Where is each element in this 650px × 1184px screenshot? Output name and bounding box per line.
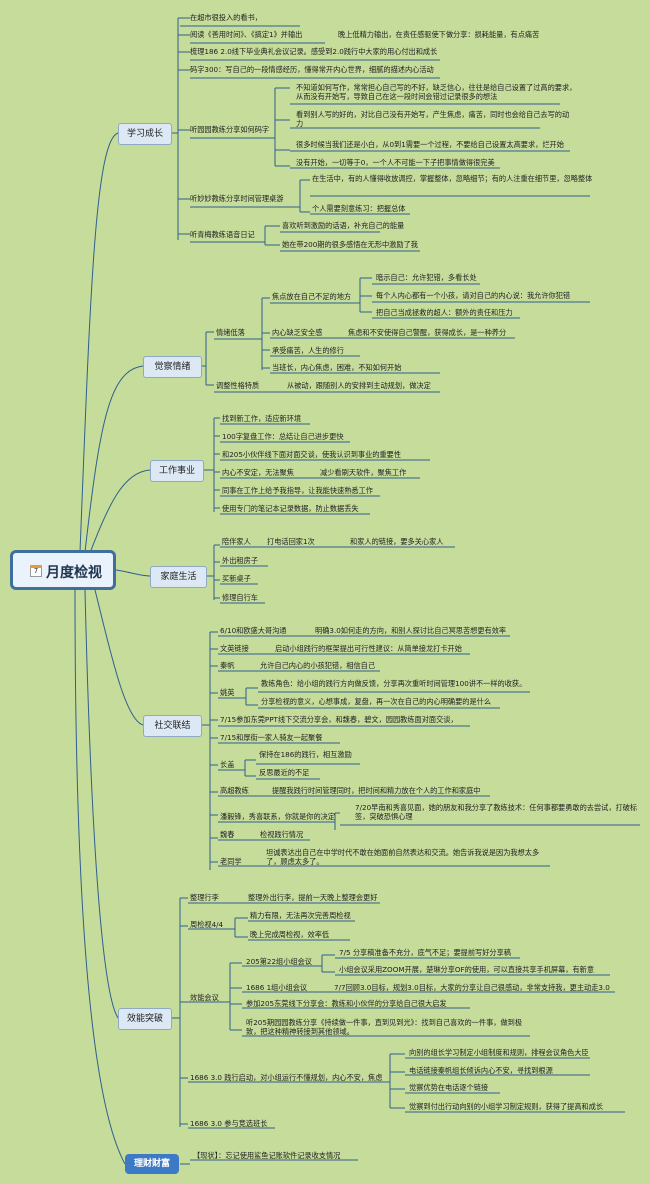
learning-note: 不知道如何写作，常常担心自己写的不好，缺乏信心，往往是给自己设置了过高的要求，从… (296, 83, 577, 101)
breakthrough-note: 觉察到付出行动向别的小组学习制定规则，获得了提高和成长 (409, 1102, 604, 1111)
social-item: 7/15参加东莞PPT线下交流分享会，和魏春，碧文，园园教练面对面交谈， (220, 715, 458, 724)
breakthrough-note: 晚上完成周检视，效率低 (250, 930, 330, 939)
learning-item: 码字300：写自己的一段情感经历，懂得常开内心世界，细腻的描述内心活动 (190, 65, 434, 74)
social-item: 姚英 (220, 688, 235, 697)
branch-social[interactable]: 社交联结 (143, 715, 202, 737)
social-item: 秦帆 (220, 661, 235, 670)
breakthrough-item: 1686 3.0 参与竞选班长 (190, 1119, 268, 1128)
social-note: 提醒我践行时间管理同时，把时间和精力放在个人的工作和家庭中 (272, 786, 481, 795)
breakthrough-note: 7/5 分享稿准备不充分，底气不足；要提前写好分享稿 (339, 948, 511, 957)
branch-learning[interactable]: 学习成长 (118, 123, 172, 145)
emotion-note: 每个人内心都有一个小孩，请对自己的内心说：我允许你犯错 (376, 291, 571, 300)
learning-item: 听园园教练分享如何码字 (190, 125, 270, 134)
emotion-item: 调整性格特质 (216, 381, 260, 390)
emotion-item: 情绪低落 (216, 328, 245, 337)
emotion-note: 把自己当成拯救的超人：额外的责任和压力 (376, 308, 513, 317)
branch-work[interactable]: 工作事业 (150, 460, 204, 482)
family-note: 和家人的链接，要多关心家人 (350, 537, 444, 546)
family-item: 买新桌子 (222, 574, 251, 583)
branch-family[interactable]: 家庭生活 (150, 566, 207, 588)
learning-note: 看到别人写的好的，对比自己没有开始写，产生焦虑，痛苦，同时也会给自己去写的动力 (296, 110, 570, 128)
family-note: 打电话回家1次 (267, 537, 315, 546)
learning-note: 很多时候当我们还是小白，从0到1需要一个过程，不要给自己设置太高要求，烂开始 (296, 140, 564, 149)
work-item: 使用专门的笔记本记录数据，防止数据丢失 (222, 504, 359, 513)
learning-note: 晚上低精力输出，在责任感驱使下做分享：损耗能量，有点痛苦 (338, 30, 540, 39)
emotion-subitem: 承受痛苦，人生的修行 (272, 346, 344, 355)
social-note: 7/20早南和秀喜见面，她的朋友和我分享了教练技术：任何事都要勇敢的去尝试，打破… (355, 803, 638, 821)
social-item: 潘毅锋，秀喜联系，你就是你的决定 (220, 812, 336, 821)
root-node[interactable]: 7 月度检视 (10, 550, 116, 590)
breakthrough-note: 觉察优势在电话逐个链接 (409, 1083, 489, 1092)
social-note: 明确3.0如何走的方向，和别人探讨比自己冥思苦想更有效率 (315, 626, 507, 635)
breakthrough-item: 效能会议 (190, 993, 219, 1002)
breakthrough-note: 整理外出行李，提前一天晚上整理会更好 (248, 893, 378, 902)
learning-item: 在超市很投入的看书， (190, 13, 262, 22)
work-item: 找到新工作，适应新环境 (222, 414, 302, 423)
branch-breakthrough[interactable]: 效能突破 (118, 1008, 172, 1030)
social-note: 坦诚表达出自己在中学时代不敢在她面前自然表达和交流。她告诉我说是因为我想太多了，… (266, 848, 540, 866)
breakthrough-subitem: 听205期园园教练分享《持续做一件事，直到见到光》：找到自己喜欢的一件事，做到极… (246, 1018, 523, 1036)
learning-item: 听青梅教练语音日记 (190, 230, 255, 239)
emotion-note: 暗示自己：允许犯错，多看长处 (376, 273, 477, 282)
social-note: 分享检视的意义，心想事成，复盘，再一次在自己的内心明确要的是什么 (261, 697, 492, 706)
social-item: 6/10和欧盛大哥沟通 (220, 626, 287, 635)
social-note: 允许自己内心的小孩犯错，相信自己 (260, 661, 376, 670)
work-item: 同事在工作上给予我指导，让我能快速熟悉工作 (222, 486, 373, 495)
root-title: 月度检视 (46, 565, 102, 581)
breakthrough-subitem: 1686 1组小组会议 (246, 983, 308, 992)
breakthrough-note: 小组会议采用ZOOM开展，楚琳分享OF的使用，可以直接共享手机屏幕，有新意 (339, 965, 595, 974)
family-item: 修理自行车 (222, 593, 258, 602)
learning-note: 喜欢听到激励的话语，补充自己的能量 (282, 221, 405, 230)
learning-item: 听妙妙教练分享时间管理桌游 (190, 194, 284, 203)
social-item: 高超教练 (220, 786, 249, 795)
work-item: 100字复盘工作：总结让自己进步更快 (222, 432, 344, 441)
emotion-note: 焦虑和不安使得自己警醒，获得成长，是一种养分 (348, 328, 507, 337)
breakthrough-note: 7/7回顾3.0目标，规划3.0目标，大家的分享让自己很感动，非常支持我，更主动… (334, 983, 610, 992)
family-item: 陪伴家人 (222, 537, 251, 546)
social-note: 教练角色：给小组的践行方向做反馈，分享再次重听时间管理100讲不一样的收获。 (261, 679, 527, 688)
breakthrough-item: 1686 3.0 践行启动，对小组运行不懂规划，内心不安，焦虑 (190, 1073, 383, 1082)
learning-item: 梳理186 2.0线下毕业典礼会议记录。感受到2.0践行中大家的用心付出和成长 (190, 47, 438, 56)
breakthrough-subitem: 参加205东莞线下分享会：教练和小伙伴的分享给自己很大启发 (246, 999, 447, 1008)
work-item: 内心不安定，无法聚焦 (222, 468, 294, 477)
work-item: 和205小伙伴线下面对面交谈，使我认识到事业的重要性 (222, 450, 402, 459)
social-item: 7/15和厚街一家人骑友一起聚餐 (220, 733, 323, 742)
branch-finance[interactable]: 理财财富 (125, 1154, 179, 1174)
breakthrough-note: 向别的组长学习制定小组制度和规则，排程会议角色大臣 (409, 1048, 589, 1057)
emotion-subitem: 内心缺乏安全感 (272, 328, 323, 337)
social-note: 反思最近的不足 (259, 768, 310, 777)
learning-note: 在生活中，有的人懂得收放调控，掌握整体，忽略细节；有的人注重在细节里，忽略整体 (312, 174, 593, 183)
social-item: 老同学 (220, 857, 242, 866)
branch-emotion[interactable]: 觉察情绪 (143, 356, 202, 378)
breakthrough-item: 周检视4/4 (190, 920, 224, 929)
family-item: 外出租房子 (222, 556, 258, 565)
calendar-icon: 7 (30, 565, 42, 577)
social-item: 魏春 (220, 830, 235, 839)
breakthrough-subitem: 205第22组小组会议 (246, 957, 312, 966)
emotion-subitem: 当班长，内心焦虑，困难，不知如何开始 (272, 363, 402, 372)
social-note: 检视践行情况 (260, 830, 304, 839)
breakthrough-note: 精力有限，无法再次完善周检视 (250, 911, 351, 920)
finance-item: 【现状】：忘记使用鲨鱼记账软件记录收支情况 (193, 1151, 341, 1160)
social-note: 保持在186的践行，相互激励 (259, 750, 352, 759)
breakthrough-note: 电话链接秦帆组长倾诉内心不安，寻找到根源 (409, 1066, 553, 1075)
emotion-subitem: 焦点放在自己不足的地方 (272, 292, 352, 301)
social-item: 文英链接 (220, 644, 249, 653)
learning-note: 个人需要刻意练习：把握总体 (312, 204, 406, 213)
learning-item: 阅读《善用时间》、《搞定1》并输出 (190, 30, 303, 39)
learning-note: 没有开始，一切等于0，一个人不可能一下子把事情做得很完美 (296, 158, 495, 167)
learning-note: 她在带200期的很多感悟在无形中激励了我 (282, 240, 418, 249)
social-note: 启动小组践行的框架提出可行性建议：从简单接龙打卡开始 (275, 644, 462, 653)
work-note: 减少看刷天软件，聚焦工作 (320, 468, 407, 477)
breakthrough-item: 整理行李 (190, 893, 219, 902)
emotion-note: 从被动，跟随别人的安排到主动规划，做决定 (287, 381, 431, 390)
social-item: 长盖 (220, 760, 235, 769)
